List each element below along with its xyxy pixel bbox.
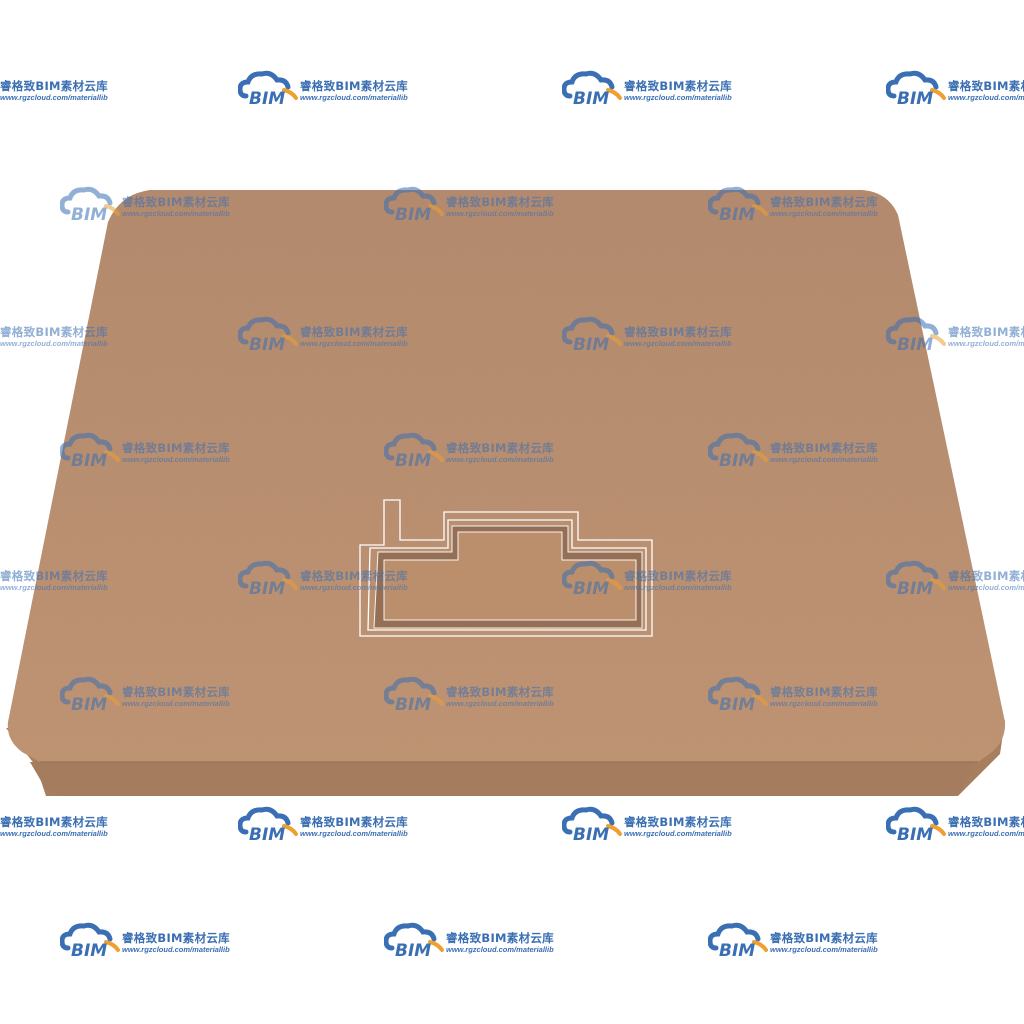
cutout-outline: [359, 499, 653, 637]
slab-front-face: [30, 762, 975, 796]
cutout-recess: [373, 525, 643, 629]
